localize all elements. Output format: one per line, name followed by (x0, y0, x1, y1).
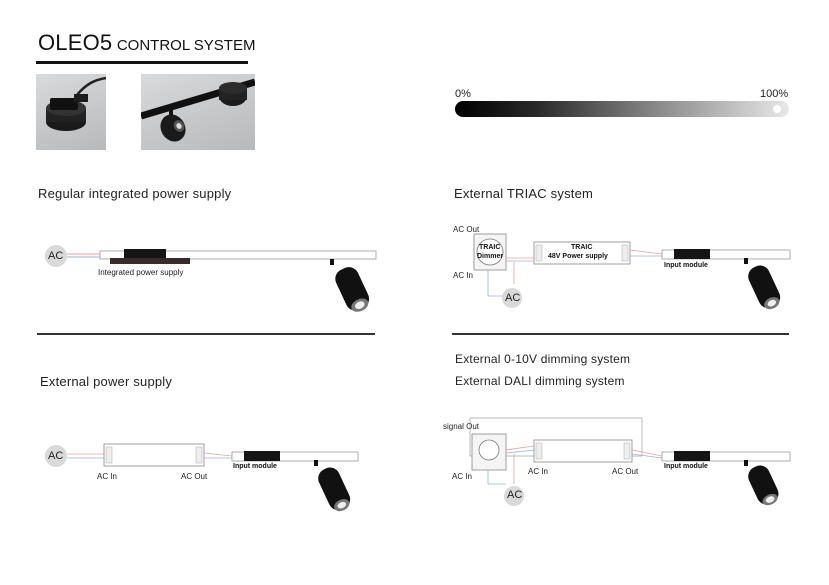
section-label-regular: Regular integrated power supply (38, 186, 232, 201)
dali-ac-in-mid-label: AC In (528, 467, 549, 476)
title-brand: OLEO5 (38, 30, 113, 55)
triac-ac-out-label: AC Out (453, 225, 480, 234)
input-module (244, 451, 280, 461)
input-module (674, 451, 710, 461)
product-photo-track-spotlight (141, 74, 255, 150)
track-rail (231, 451, 359, 462)
spotlight (748, 265, 781, 310)
label-integrated-psu: Integrated power supply (98, 268, 184, 277)
dali-input-module-label: Input module (664, 463, 708, 470)
triac-dimmer-label-1: TRAIC (479, 244, 501, 251)
page-title: OLEO5 CONTROL SYSTEM (38, 30, 255, 56)
spotlight (318, 467, 351, 512)
diagram-external (45, 443, 359, 512)
external-power-supply (103, 443, 205, 467)
track-spotlight-illustration (141, 78, 255, 142)
section-label-0-10v: External 0-10V dimming system (455, 352, 631, 366)
section-label-dali: External DALI dimming system (455, 374, 625, 388)
triac-psu-label-2: 48V Power supply (548, 253, 608, 260)
ac-source (45, 445, 67, 467)
ac-label-dali: AC (507, 489, 523, 501)
sun-icon (773, 105, 781, 113)
moon-icon (460, 104, 465, 114)
title-underline (36, 61, 248, 64)
external-ac-in-label: AC In (97, 472, 118, 481)
title-suffix: CONTROL SYSTEM (116, 37, 256, 54)
triac-psu-label-1: TRAIC (571, 244, 593, 251)
power-module-illustration (46, 76, 106, 131)
divider-right (452, 333, 789, 335)
divider-left (37, 333, 375, 335)
external-input-module-label: Input module (233, 463, 277, 470)
track-rail (99, 250, 377, 260)
section-label-triac: External TRIAC system (454, 186, 594, 201)
dali-ac-out-label: AC Out (612, 467, 639, 476)
track-rail (661, 249, 791, 260)
dali-signal-out-label: signal Out (443, 422, 480, 431)
triac-dimmer-label-2: Dimmer (477, 253, 504, 260)
triac-power-supply (533, 241, 631, 265)
ac-source (504, 486, 524, 506)
track-rail (661, 451, 791, 462)
spotlight (335, 267, 370, 312)
input-module (674, 249, 710, 259)
section-label-external: External power supply (40, 374, 173, 389)
diagram-dali (469, 417, 791, 506)
dali-power-supply (533, 439, 633, 463)
ac-source (502, 288, 522, 308)
dimming-gradient-bar (455, 101, 789, 117)
diagram-regular (45, 245, 377, 312)
spotlight (748, 465, 779, 506)
ac-label-triac: AC (505, 292, 521, 304)
external-ac-out-label: AC Out (181, 472, 208, 481)
dimming-min-label: 0% (455, 88, 471, 100)
ac-label-external: AC (48, 450, 64, 462)
triac-ac-in-label: AC In (453, 271, 474, 280)
ac-label-regular: AC (48, 250, 64, 262)
diagram-triac (473, 233, 791, 310)
integrated-power-supply (124, 249, 166, 259)
ac-source (45, 245, 67, 267)
dimming-max-label: 100% (760, 88, 789, 100)
dali-ac-in-left-label: AC In (452, 472, 473, 481)
product-photo-power-module (36, 74, 106, 150)
triac-input-module-label: Input module (664, 262, 708, 269)
